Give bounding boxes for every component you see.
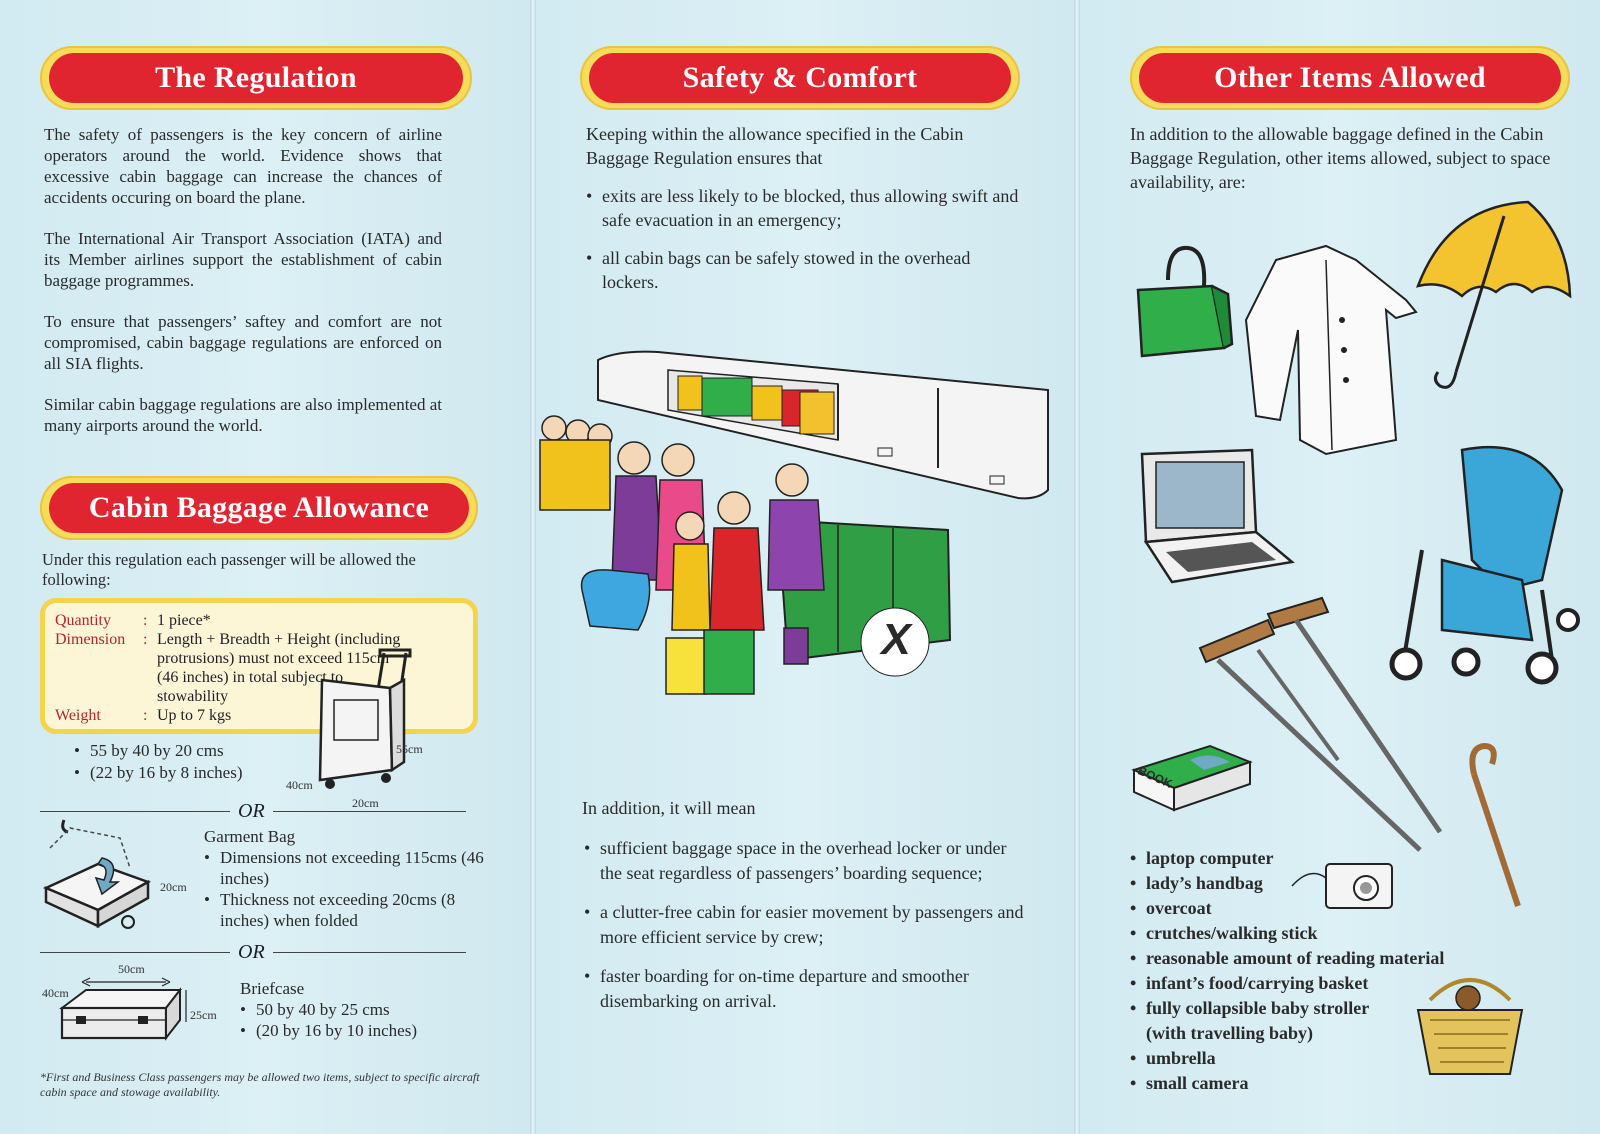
list-item: laptop computer <box>1130 846 1410 871</box>
other-items-list: laptop computer lady’s handbag overcoat … <box>1130 846 1444 1096</box>
footnote: *First and Business Class passengers may… <box>40 1070 480 1099</box>
garment-bag-list: Dimensions not exceeding 115cms (46 inch… <box>204 847 494 931</box>
list-item: 50 by 40 by 25 cms <box>240 999 480 1020</box>
colon: : <box>143 631 148 648</box>
colon: : <box>143 612 148 629</box>
other-items-title: Other Items Allowed <box>1139 53 1561 103</box>
list-item: a clutter-free cabin for easier movement… <box>584 900 1032 950</box>
list-item: (22 by 16 by 8 inches) <box>74 762 294 784</box>
allowance-intro: Under this regulation each passenger wil… <box>42 550 416 589</box>
briefcase-depth-label: 40cm <box>42 986 69 1000</box>
dimension-label: Dimension <box>55 631 126 648</box>
or-divider: OR <box>40 940 466 963</box>
briefcase-title: Briefcase <box>240 979 305 998</box>
list-item: faster boarding for on-time departure an… <box>584 964 1032 1014</box>
left-panel <box>0 0 532 1134</box>
weight-value: Up to 7 kgs <box>157 707 232 724</box>
safety-banner: Safety & Comfort <box>580 46 1020 110</box>
safety-intro: Keeping within the allowance specified i… <box>586 124 964 168</box>
list-item: Thickness not exceeding 20cms (8 inches)… <box>204 889 494 931</box>
regulation-text: The safety of passengers is the key conc… <box>44 124 442 436</box>
garment-bag-icon <box>42 819 152 929</box>
other-items-banner: Other Items Allowed <box>1130 46 1570 110</box>
regulation-paragraph: To ensure that passengers’ saftey and co… <box>44 312 442 373</box>
briefcase-width-label: 50cm <box>118 962 145 976</box>
handbag-icon <box>1136 245 1234 358</box>
list-item: exits are less likely to be blocked, thu… <box>586 184 1026 232</box>
weight-row: Weight : Up to 7 kgs <box>55 706 463 725</box>
allowance-title: Cabin Baggage Allowance <box>49 483 469 533</box>
garment-bag-title: Garment Bag <box>204 827 296 846</box>
briefcase-icon <box>59 977 187 1041</box>
garment-dim-label: 20cm <box>160 880 187 894</box>
list-item: small camera <box>1130 1071 1410 1096</box>
fold-line <box>1074 0 1080 1134</box>
suitcase-icon <box>318 648 412 789</box>
safety-title: Safety & Comfort <box>589 53 1011 103</box>
list-item: overcoat <box>1130 896 1410 921</box>
suitcase-height-label: 55cm <box>396 742 423 756</box>
prohibited-x-mark: X <box>881 615 911 664</box>
list-item: crutches/walking stick <box>1130 921 1410 946</box>
regulation-banner: The Regulation <box>40 46 472 110</box>
or-divider: OR <box>40 799 466 822</box>
quantity-label: Quantity <box>55 612 111 629</box>
other-items-intro: In addition to the allowable baggage def… <box>1130 124 1551 192</box>
addition-intro: In addition, it will mean <box>582 798 756 818</box>
crowded-cabin-illustration <box>539 350 1049 695</box>
list-item: Dimensions not exceeding 115cms (46 inch… <box>204 847 494 889</box>
garment-bag-section: Garment Bag Dimensions not exceeding 115… <box>204 826 494 931</box>
suitcase-dimensions-list: 55 by 40 by 20 cms (22 by 16 by 8 inches… <box>74 740 294 784</box>
basket-icon <box>1416 978 1524 1075</box>
list-item: fully collapsible baby stroller (with tr… <box>1130 996 1410 1046</box>
stroller-icon <box>1389 445 1580 685</box>
allowance-banner: Cabin Baggage Allowance <box>40 476 478 540</box>
quantity-row: Quantity : 1 piece* <box>55 611 463 630</box>
suitcase-depth-label: 20cm <box>352 796 379 810</box>
walking-stick-icon <box>1469 742 1521 907</box>
safety-list: exits are less likely to be blocked, thu… <box>586 184 1026 294</box>
or-label: OR <box>238 940 265 963</box>
regulation-title: The Regulation <box>49 53 463 103</box>
regulation-paragraph: Similar cabin baggage regulations are al… <box>44 395 442 435</box>
addition-list: sufficient baggage space in the overhead… <box>584 836 1032 1014</box>
briefcase-list: 50 by 40 by 25 cms (20 by 16 by 10 inche… <box>240 999 480 1041</box>
book-icon <box>1131 744 1253 812</box>
list-item: sufficient baggage space in the overhead… <box>584 836 1032 886</box>
umbrella-icon <box>1415 200 1572 389</box>
list-item: all cabin bags can be safely stowed in t… <box>586 246 1026 294</box>
crutches-icon <box>1198 596 1443 852</box>
list-item: lady’s handbag <box>1130 871 1410 896</box>
quantity-value: 1 piece* <box>157 612 211 629</box>
list-item: umbrella <box>1130 1046 1410 1071</box>
list-item: 55 by 40 by 20 cms <box>74 740 294 762</box>
colon: : <box>143 707 148 724</box>
regulation-paragraph: The safety of passengers is the key conc… <box>44 125 442 207</box>
dimension-row: Dimension : Length + Breadth + Height (i… <box>55 630 463 706</box>
fold-line <box>530 0 536 1134</box>
list-item: reasonable amount of reading material <box>1130 946 1530 971</box>
regulation-paragraph: The International Air Transport Associat… <box>44 229 442 290</box>
or-label: OR <box>238 799 265 822</box>
list-item: (20 by 16 by 10 inches) <box>240 1020 480 1041</box>
dimension-value: Length + Breadth + Height (including pro… <box>157 631 401 705</box>
briefcase-height-label: 25cm <box>190 1008 217 1022</box>
laptop-icon <box>1140 448 1295 584</box>
briefcase-section: Briefcase 50 by 40 by 25 cms (20 by 16 b… <box>240 978 480 1041</box>
overcoat-icon <box>1244 244 1418 456</box>
list-item: infant’s food/carrying basket <box>1130 971 1410 996</box>
weight-label: Weight <box>55 707 101 724</box>
